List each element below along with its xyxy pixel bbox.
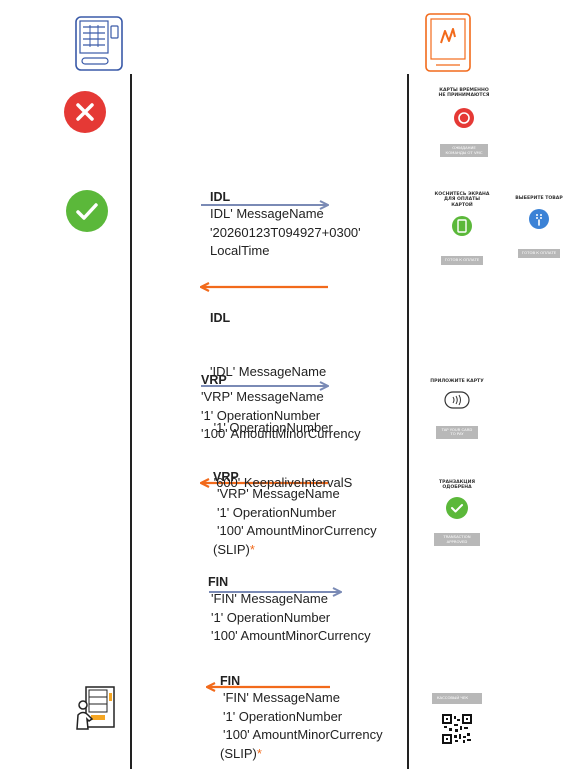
screen-status-button: TAP YOUR CARD TO PAY [436,425,478,439]
ready-to-pay-button: ГОТОВ К ОПЛАТЕ [440,256,484,265]
success-check-icon [66,190,108,232]
message-line: 'FIN' MessageName [223,690,340,705]
screen-status-button: TRANSACTION APPROVED [434,533,480,547]
screen-touch-to-pay: КОСНИТЕСЬ ЭКРАНА ДЛЯ ОПЛАТЫ КАРТОЙ ГОТОВ… [433,192,491,265]
terminal-lifeline [407,74,409,769]
screen-tap-card: ПРИЛОЖИТЕ КАРТУ TAP YOUR CARD TO PAY [430,379,484,439]
message-line: '1' OperationNumber [211,609,331,625]
screen-caption: ВЫБЕРИТЕ ТОВАР [515,196,563,201]
customer-at-vending-icon [74,685,116,731]
error-x-icon [64,91,106,133]
screen-choose-product: ВЫБЕРИТЕ ТОВАР ГОТОВ К ОПЛАТЕ [511,196,567,258]
ready-to-pay-button: ГОТОВ К ОПЛАТЕ [517,249,561,258]
receipt-button: КАССОВЫЙ ЧЕК [431,693,483,704]
touch-screen-icon [452,216,472,237]
slip-label: (SLIP) [220,745,257,761]
vmc-lifeline [130,74,132,769]
screen-receipt: КАССОВЫЙ ЧЕК [429,684,485,748]
message-line: '1' OperationNumber [210,419,333,435]
card-terminal-icon [424,13,472,73]
idl-request-message: IDL IDL' MessageName '20260123T094927+03… [210,190,361,261]
message-line: '100' AmountMinorCurrency [217,523,377,538]
select-product-icon [529,209,549,230]
message-line: '100' AmountMinorCurrency [211,628,371,643]
message-line: '1' OperationNumber [217,504,337,520]
message-line: '100' AmountMinorCurrency [223,727,383,742]
message-line: 'VRP' MessageName [217,486,340,501]
card-error-icon [454,107,474,128]
message-line: '100' AmountMinorCurrency [201,426,361,441]
message-line: 'FIN' MessageName [211,591,328,606]
fin-response-message: FIN 'FIN' MessageName '1' OperationNumbe… [220,674,383,763]
screen-caption: ТРАНЗАКЦИЯ ОДОБРЕНА [438,480,476,491]
screen-caption: КОСНИТЕСЬ ЭКРАНА ДЛЯ ОПЛАТЫ КАРТОЙ [434,192,490,208]
message-code: FIN [208,575,229,589]
slip-asterisk: * [249,541,255,557]
contactless-icon [444,391,470,410]
message-code: VRP [201,373,227,387]
screen-cards-not-accepted: КАРТЫ ВРЕМЕННО НЕ ПРИНИМАЮТСЯ Ожидание к… [436,88,492,158]
screen-status-button: Ожидание команды от VMC [440,144,488,158]
message-line: IDL' MessageName [210,206,324,221]
screen-caption: ПРИЛОЖИТЕ КАРТУ [430,379,484,384]
vrp-request-message: VRP 'VRP' MessageName '1' OperationNumbe… [201,373,361,444]
message-code: IDL [210,311,231,325]
message-code: FIN [220,674,241,688]
vrp-response-message: VRP 'VRP' MessageName '1' OperationNumbe… [213,470,377,559]
fin-request-message: FIN 'FIN' MessageName '1' OperationNumbe… [208,575,371,646]
message-line: '20260123T094927+0300' [210,224,361,240]
screen-transaction-approved: ТРАНЗАКЦИЯ ОДОБРЕНА TRANSACTION APPROVED [429,480,485,547]
message-line: '600' KeepaliveIntervalS [210,475,353,490]
slip-asterisk: * [256,745,262,761]
vending-machine-icon [74,16,124,71]
message-code: IDL [210,190,231,204]
message-line: 'IDL' MessageName [210,364,327,379]
qr-code-icon [442,713,472,744]
message-code: VRP [213,470,239,484]
message-line: '1' OperationNumber [223,708,343,724]
screen-caption: КАРТЫ ВРЕМЕННО НЕ ПРИНИМАЮТСЯ [438,88,490,99]
message-line: '1' OperationNumber [201,407,321,423]
slip-label: (SLIP) [213,541,250,557]
slip-line: (SLIP)* [213,541,377,560]
message-line: LocalTime [210,243,270,258]
slip-line: (SLIP)* [220,745,383,764]
approved-check-icon [446,496,468,519]
idl-response-message: IDL 'IDL' MessageName '1' OperationNumbe… [210,274,352,511]
message-line: 'VRP' MessageName [201,389,324,404]
